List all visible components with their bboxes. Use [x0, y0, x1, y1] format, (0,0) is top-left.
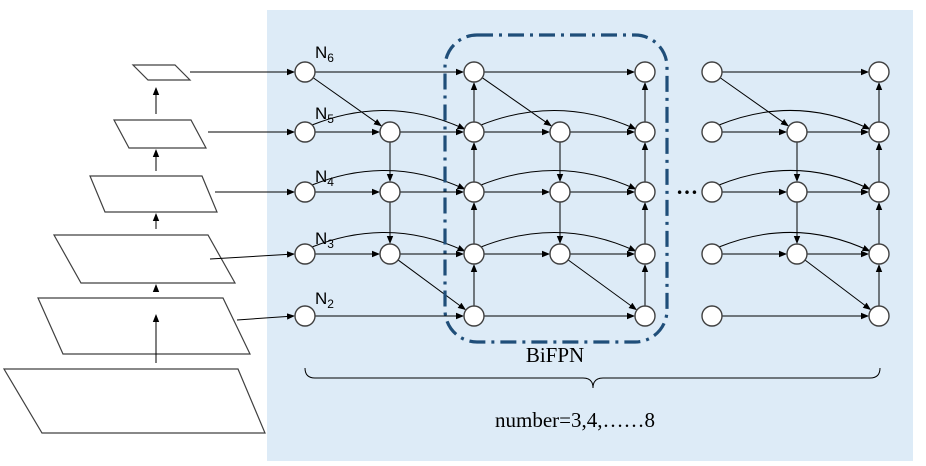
skip-connection-arrow — [480, 169, 637, 190]
pyramid-level-2 — [112, 119, 208, 149]
connection-arrow — [481, 77, 552, 127]
feature-node — [634, 121, 656, 143]
skip-connection-arrow — [311, 109, 466, 130]
feature-node — [786, 181, 808, 203]
node-label-n2: N2 — [315, 289, 334, 311]
node-label-n6: N6 — [315, 43, 334, 65]
feature-node — [868, 121, 890, 143]
feature-node — [701, 121, 723, 143]
connection-arrow — [804, 259, 872, 310]
feature-nodes — [294, 61, 890, 327]
repeat-count-label: number=3,4,……8 — [495, 408, 655, 432]
connection-arrow — [397, 259, 466, 311]
feature-node — [463, 305, 485, 327]
feature-node — [549, 121, 571, 143]
bifpn-block-outline — [443, 33, 669, 344]
feature-node — [786, 243, 808, 265]
pyramid-level-4 — [52, 234, 237, 284]
feature-node — [294, 61, 316, 83]
feature-node — [463, 61, 485, 83]
repeat-brace — [304, 367, 881, 389]
feature-node — [379, 181, 401, 203]
feature-node — [868, 181, 890, 203]
feature-node — [868, 305, 890, 327]
node-label-n4: N4 — [315, 167, 334, 189]
feature-node — [701, 61, 723, 83]
skip-connection-arrow — [480, 231, 637, 252]
feature-node — [634, 305, 656, 327]
feature-node — [294, 243, 316, 265]
feature-node — [634, 61, 656, 83]
skip-connection-arrow — [718, 109, 871, 130]
input-feature-arrow — [209, 251, 295, 260]
connection-edges — [311, 68, 883, 320]
feature-pyramid — [2, 64, 295, 434]
feature-node — [786, 121, 808, 143]
feature-node — [634, 181, 656, 203]
repeat-ellipsis: … — [676, 174, 698, 199]
node-label-n5: N5 — [315, 104, 334, 126]
feature-node — [294, 181, 316, 203]
feature-node — [701, 305, 723, 327]
feature-node — [463, 181, 485, 203]
skip-connection-arrow — [718, 169, 871, 190]
connection-arrow — [719, 77, 789, 127]
pyramid-level-5 — [37, 297, 251, 355]
skip-connection-arrow — [718, 231, 871, 252]
skip-connection-arrow — [311, 169, 466, 190]
feature-node — [701, 243, 723, 265]
feature-node — [379, 121, 401, 143]
feature-node — [549, 243, 571, 265]
feature-node — [379, 243, 401, 265]
connection-arrow — [312, 77, 382, 127]
feature-node — [868, 61, 890, 83]
feature-node — [294, 305, 316, 327]
pyramid-level-1 — [131, 64, 192, 81]
bifpn-label: BiFPN — [526, 343, 584, 367]
node-label-n3: N3 — [315, 229, 334, 251]
feature-node — [701, 181, 723, 203]
feature-node — [294, 121, 316, 143]
input-feature-arrow — [236, 313, 295, 321]
pyramid-level-6 — [2, 368, 266, 434]
feature-node — [634, 243, 656, 265]
connection-arrow — [567, 259, 637, 311]
feature-node — [868, 243, 890, 265]
feature-node — [463, 243, 485, 265]
skip-connection-arrow — [311, 231, 466, 252]
feature-node — [463, 121, 485, 143]
node-labels: N6 N5 N4 N3 N2 — [315, 43, 334, 311]
skip-connection-arrow — [480, 109, 637, 130]
pyramid-level-3 — [89, 175, 218, 213]
feature-node — [549, 181, 571, 203]
